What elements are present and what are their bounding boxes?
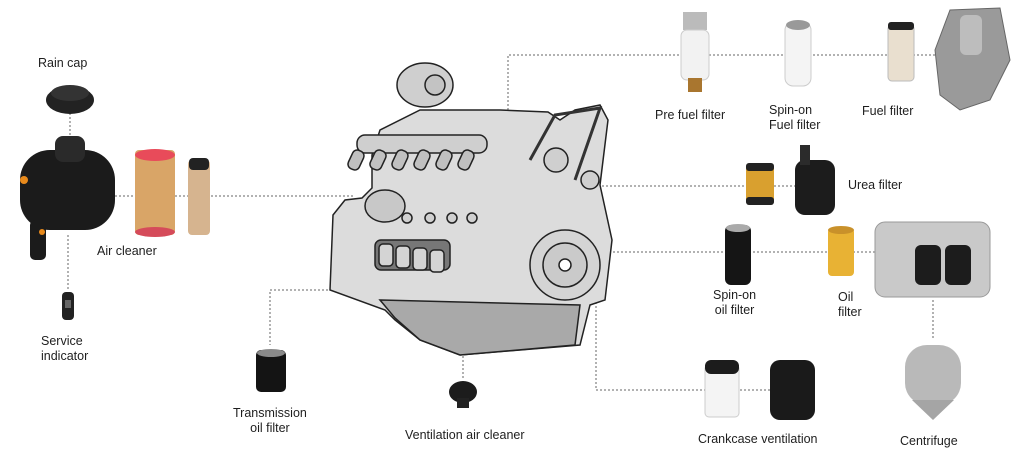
label-oil-filter-line1: Oil xyxy=(838,290,854,304)
service-indicator-icon[interactable] xyxy=(62,292,74,320)
safety-filter-element-icon[interactable] xyxy=(188,158,210,235)
urea-filter-housing-icon[interactable] xyxy=(795,145,835,215)
spin-on-oil-filter-icon[interactable] xyxy=(725,224,751,285)
label-service-indicator-line2: indicator xyxy=(41,349,89,363)
label-spin-on-oil-line1: Spin-on xyxy=(713,288,757,302)
centrifuge-icon[interactable] xyxy=(905,345,961,420)
label-spin-on-fuel-filter: Spin-on Fuel filter xyxy=(769,103,820,133)
label-spin-on-oil-line2: oil filter xyxy=(714,303,755,317)
air-cleaner-housing-icon[interactable] xyxy=(20,136,115,260)
air-filter-element-icon[interactable] xyxy=(135,149,175,237)
label-transmission-oil-filter: Transmission oil filter xyxy=(233,406,307,436)
label-oil-filter-line2: filter xyxy=(838,305,862,319)
connector-transmission xyxy=(269,289,460,345)
label-air-cleaner: Air cleaner xyxy=(97,244,157,258)
urea-filter-element-icon[interactable] xyxy=(746,163,774,205)
fuel-filter-element-icon[interactable] xyxy=(887,22,915,82)
crankcase-housing-icon[interactable] xyxy=(770,360,815,420)
crankcase-filter-element-icon[interactable] xyxy=(704,360,740,418)
label-oil-filter: Oil filter xyxy=(838,290,862,320)
oil-filter-element-icon[interactable] xyxy=(828,226,854,276)
label-rain-cap: Rain cap xyxy=(38,56,88,70)
label-transmission-line2: oil filter xyxy=(250,421,290,435)
transmission-oil-filter-icon[interactable] xyxy=(256,349,286,392)
engine-illustration xyxy=(329,62,613,356)
label-service-indicator: Service indicator xyxy=(41,334,88,364)
connector-fuel xyxy=(507,54,950,110)
fuel-filter-module-icon[interactable] xyxy=(934,7,1011,111)
label-crankcase-ventilation: Crankcase ventilation xyxy=(698,432,818,446)
label-spin-on-fuel-line2: Fuel filter xyxy=(769,118,821,132)
label-spin-on-oil-filter: Spin-on oil filter xyxy=(713,288,756,318)
rain-cap-icon[interactable] xyxy=(46,85,94,114)
label-fuel-filter: Fuel filter xyxy=(862,104,914,118)
label-urea-filter: Urea filter xyxy=(848,178,903,192)
label-centrifuge: Centrifuge xyxy=(900,434,958,448)
spin-on-fuel-filter-icon[interactable] xyxy=(784,20,812,87)
oil-filter-module-icon[interactable] xyxy=(874,221,991,298)
label-transmission-line1: Transmission xyxy=(233,406,307,420)
label-service-indicator-line1: Service xyxy=(41,334,83,348)
ventilation-air-cleaner-icon[interactable] xyxy=(449,381,477,408)
pre-fuel-filter-icon[interactable] xyxy=(680,12,710,92)
label-pre-fuel-filter: Pre fuel filter xyxy=(655,108,726,122)
label-ventilation-air-cleaner: Ventilation air cleaner xyxy=(405,428,525,442)
label-spin-on-fuel-line1: Spin-on xyxy=(769,103,813,117)
